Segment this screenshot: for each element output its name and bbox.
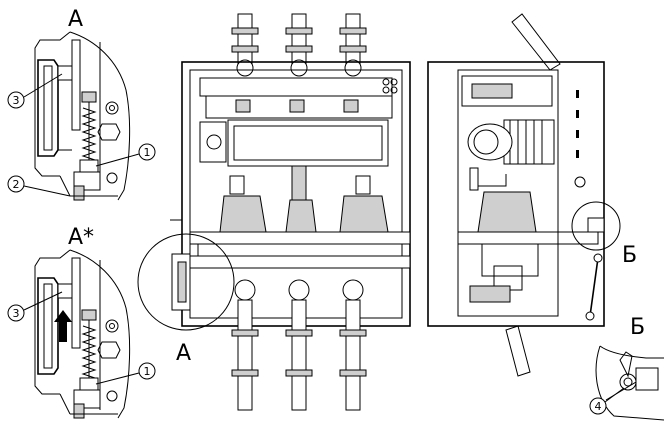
- spring: [81, 107, 97, 161]
- detail-a-marker: [137, 233, 235, 331]
- detail-b-main-label: Б: [622, 243, 637, 268]
- side-markers: [576, 90, 579, 158]
- svg-text:3: 3: [13, 307, 20, 320]
- svg-text:1: 1: [144, 365, 151, 378]
- bottom-terminals: [231, 279, 367, 411]
- front-view: А: [137, 13, 411, 411]
- svg-text:4: 4: [595, 400, 602, 413]
- callout-3-bottom: 3: [7, 291, 63, 322]
- arrow-up-icon: [54, 310, 72, 342]
- side-view: Б: [427, 13, 637, 377]
- callout-3-top: 3: [7, 73, 63, 109]
- callout-2-top: 2: [7, 175, 71, 197]
- detail-b-marker: [571, 201, 621, 251]
- detail-a-star: А* 3 1: [7, 225, 156, 419]
- insulator: [467, 119, 555, 165]
- callout-1-top: 1: [95, 143, 156, 167]
- callout-1-bottom: 1: [95, 362, 156, 385]
- detail-a: А 3 2: [7, 7, 156, 201]
- detail-a-star-label: А*: [68, 225, 94, 250]
- top-terminals: [231, 13, 367, 77]
- grid-icon: [382, 78, 398, 94]
- svg-text:2: 2: [13, 178, 20, 191]
- detail-a-label: А: [68, 7, 83, 32]
- svg-text:1: 1: [144, 146, 151, 159]
- detail-b-label: Б: [630, 315, 645, 340]
- detail-a-main-label: А: [176, 341, 191, 366]
- detail-b: Б 4: [589, 315, 665, 421]
- svg-text:3: 3: [13, 94, 20, 107]
- chambers: [219, 175, 389, 233]
- callout-4: 4: [589, 387, 625, 415]
